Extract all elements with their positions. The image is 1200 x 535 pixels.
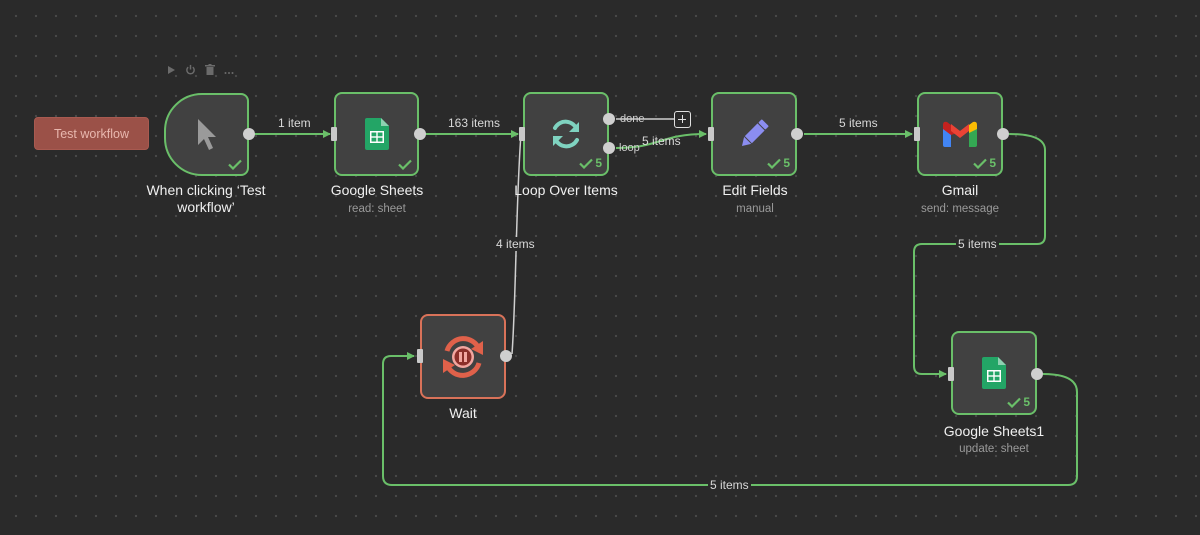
edge-sheets1-to-wait[interactable] <box>382 352 1078 486</box>
gmail-icon <box>943 121 977 147</box>
node-toolbar <box>166 62 234 80</box>
node-google-sheets1[interactable]: 5 <box>951 331 1037 415</box>
item-count: 5 <box>783 156 790 170</box>
node-subtitle-sheets: read: sheet <box>348 203 406 215</box>
pause-icon <box>443 335 483 378</box>
check-icon <box>973 158 988 169</box>
success-check <box>398 159 412 170</box>
check-icon <box>228 159 242 170</box>
check-icon <box>398 159 412 170</box>
loop-loop-port[interactable] <box>603 142 615 154</box>
success-check <box>228 159 242 170</box>
node-gmail[interactable]: 5 <box>917 92 1003 176</box>
edge-label-sheets1-wait: 5 items <box>708 478 751 492</box>
check-icon <box>579 158 594 169</box>
wait-output-port[interactable] <box>500 350 512 362</box>
trash-icon[interactable] <box>205 62 215 80</box>
pencil-icon <box>741 119 769 147</box>
item-count-badge: 5 <box>973 156 996 170</box>
test-workflow-label: Test workflow <box>53 126 130 141</box>
item-count: 5 <box>1023 395 1030 409</box>
check-icon <box>767 158 782 169</box>
power-icon[interactable] <box>185 62 196 80</box>
pointer-icon <box>197 118 216 150</box>
node-subtitle-gmail: send: message <box>921 203 999 215</box>
node-google-sheets[interactable] <box>334 92 419 176</box>
gmail-input-port[interactable] <box>914 127 920 141</box>
loop-input-port[interactable] <box>519 127 525 141</box>
edge-label-gmail-sheets1: 5 items <box>956 237 999 251</box>
edge-label-sheets-loop: 163 items <box>448 116 501 130</box>
node-subtitle-edit: manual <box>736 203 774 215</box>
sheets-output-port[interactable] <box>414 128 426 140</box>
output-label-done: done <box>620 113 645 125</box>
item-count: 5 <box>989 156 996 170</box>
add-node-button[interactable] <box>674 111 691 128</box>
node-manual-trigger[interactable] <box>164 93 249 176</box>
node-edit-fields[interactable]: 5 <box>711 92 797 176</box>
node-title-sheets: Google Sheets <box>330 182 424 198</box>
trigger-output-port[interactable] <box>243 128 255 140</box>
node-title-wait: Wait <box>449 405 477 421</box>
edit-output-port[interactable] <box>791 128 803 140</box>
item-count-badge: 5 <box>767 156 790 170</box>
gmail-output-port[interactable] <box>997 128 1009 140</box>
node-title-edit: Edit Fields <box>722 182 788 198</box>
sheets1-input-port[interactable] <box>948 367 954 381</box>
wait-input-port[interactable] <box>417 349 423 363</box>
edge-label-wait-loop: 4 items <box>494 237 537 251</box>
item-count-badge: 5 <box>579 156 602 170</box>
loop-done-port[interactable] <box>603 113 615 125</box>
node-wait[interactable] <box>420 314 506 399</box>
node-title-sheets1: Google Sheets1 <box>943 423 1045 439</box>
edge-label-trigger-sheets: 1 item <box>278 116 311 130</box>
refresh-icon <box>553 119 579 149</box>
play-icon[interactable] <box>166 62 176 80</box>
node-title-trigger: When clicking ‘Test workflow’ <box>146 182 266 215</box>
node-subtitle-sheets1: update: sheet <box>959 443 1029 455</box>
edge-label-loop-edit: 5 items <box>642 134 681 148</box>
sheets-input-port[interactable] <box>331 127 337 141</box>
check-icon <box>1007 397 1022 408</box>
test-workflow-button[interactable]: Test workflow <box>34 117 149 150</box>
google-sheets-icon <box>364 118 389 150</box>
google-sheets-icon <box>982 357 1006 389</box>
node-loop-over-items[interactable]: 5 <box>523 92 609 176</box>
sheets1-output-port[interactable] <box>1031 368 1043 380</box>
edge-gmail-to-sheets1[interactable] <box>913 133 1046 378</box>
edit-input-port[interactable] <box>708 127 714 141</box>
output-label-loop: loop <box>619 142 640 154</box>
more-icon[interactable] <box>224 62 234 80</box>
edge-label-edit-gmail: 5 items <box>839 116 878 130</box>
item-count-badge: 5 <box>1007 395 1030 409</box>
edge-loop-to-edit[interactable] <box>615 130 707 149</box>
node-title-gmail: Gmail <box>941 182 979 198</box>
item-count: 5 <box>595 156 602 170</box>
node-title-loop: Loop Over Items <box>514 182 618 198</box>
